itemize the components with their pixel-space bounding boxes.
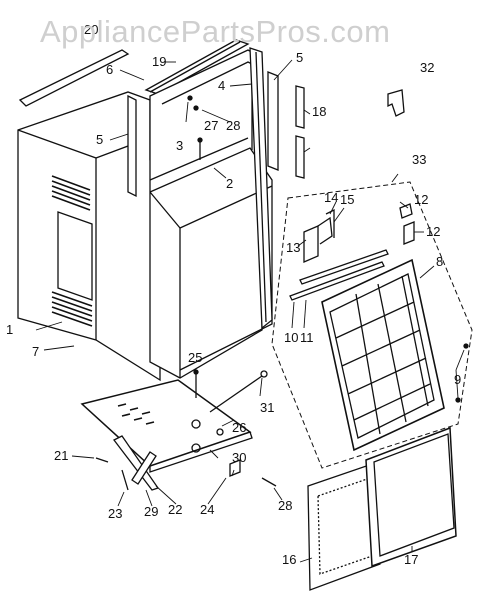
- bracket-part-32: [387, 89, 405, 117]
- front-panel-assembly-part-33: [271, 181, 473, 469]
- label-29: 29: [144, 504, 158, 519]
- support-leg-part-22: [113, 435, 160, 491]
- top-rail-part-20: [18, 49, 130, 107]
- label-18: 18: [312, 104, 326, 119]
- watermark-text: AppliancePartsPros.com: [40, 14, 391, 49]
- label-12-top: 12: [414, 192, 428, 207]
- screw-part-28-lower: [261, 477, 277, 487]
- label-22: 22: [168, 502, 182, 517]
- side-strip-part-5-right: [267, 71, 279, 171]
- label-11: 11: [300, 330, 314, 345]
- label-5-right: 5: [296, 50, 303, 65]
- label-3: 3: [176, 138, 183, 153]
- label-27: 27: [204, 118, 218, 133]
- label-2: 2: [226, 176, 233, 191]
- label-33: 33: [412, 152, 426, 167]
- shutter-parts-13-14-15: [303, 208, 335, 263]
- label-7: 7: [32, 344, 39, 359]
- label-6: 6: [106, 62, 113, 77]
- label-17: 17: [404, 552, 418, 567]
- label-19: 19: [152, 54, 166, 69]
- label-28-top: 28: [226, 118, 240, 133]
- screw-part-3: [197, 137, 203, 160]
- screw-part-21: [95, 457, 109, 463]
- label-24: 24: [200, 502, 214, 517]
- label-13: 13: [286, 240, 300, 255]
- label-32: 32: [420, 60, 434, 75]
- clip-part-24: [229, 459, 241, 477]
- front-panel-part-17: [365, 426, 457, 568]
- leader-lines: [35, 59, 465, 563]
- rod-part-31: [209, 370, 268, 413]
- label-31: 31: [260, 400, 274, 415]
- cabinet-part-1: [17, 91, 161, 382]
- bars-part-10-11: [289, 249, 389, 301]
- label-21: 21: [54, 448, 68, 463]
- label-23: 23: [108, 506, 122, 521]
- label-9: 9: [454, 372, 461, 387]
- label-30: 30: [232, 450, 246, 465]
- screw-part-25: [193, 369, 199, 398]
- label-16: 16: [282, 552, 296, 567]
- label-4: 4: [218, 78, 225, 93]
- screw-part-28-top: [193, 105, 199, 111]
- label-8: 8: [436, 254, 443, 269]
- label-15: 15: [340, 192, 354, 207]
- label-25: 25: [188, 350, 202, 365]
- label-1: 1: [6, 322, 13, 337]
- top-channel-part-6: [144, 39, 250, 95]
- base-tray-part-30: [80, 379, 253, 473]
- label-14: 14: [324, 190, 338, 205]
- label-28-bottom: 28: [278, 498, 292, 513]
- label-20: 20: [84, 22, 98, 37]
- side-rail-part-4: [249, 47, 273, 330]
- front-grille-part-8: [321, 258, 445, 452]
- label-5-left: 5: [96, 132, 103, 147]
- screw-part-23: [121, 469, 129, 491]
- label-26: 26: [232, 420, 246, 435]
- part-number-labels: 1 2 3 4 5 5 6 7 8 9 10 11 12 12 13 14 15…: [6, 22, 461, 567]
- label-10: 10: [284, 330, 298, 345]
- clips-part-12: [399, 203, 415, 245]
- screw-part-27: [187, 95, 193, 101]
- label-12-bottom: 12: [426, 224, 440, 239]
- seal-strips-part-18: [295, 85, 305, 179]
- side-strip-part-5-left: [127, 94, 137, 198]
